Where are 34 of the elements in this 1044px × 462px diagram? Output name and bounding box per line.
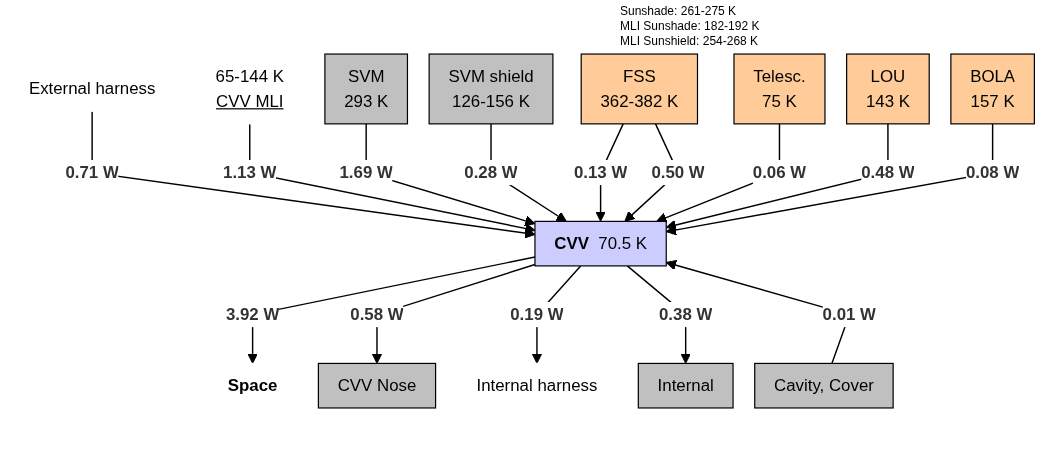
arrow [365, 123, 536, 227]
temperature-note: MLI Sunshield: 254-268 K [620, 34, 760, 49]
arrow [249, 123, 536, 234]
arrow [91, 110, 536, 239]
node-box: SVM 293 K [324, 53, 409, 125]
edge-label: 0.19 W [510, 304, 564, 324]
edge-label: 0.71 W [65, 162, 119, 182]
edge-label: 1.69 W [339, 162, 393, 182]
edge-label: 0.50 W [651, 162, 705, 182]
node-box: LOU 143 K [846, 53, 930, 125]
node-box: CVV Nose [317, 362, 437, 409]
node-box: CVV 70.5 K [534, 220, 667, 267]
edge-label: 0.08 W [965, 162, 1020, 182]
node-box: BOLA 157 K [950, 53, 1035, 125]
node-text: Internal harness [476, 375, 598, 395]
edge-label: 3.92 W [225, 304, 280, 324]
node-box: Internal [637, 362, 734, 409]
node-box: Cavity, Cover [754, 362, 894, 409]
node-text: 65-144 K CVV MLI [215, 66, 284, 111]
edge-label: 0.58 W [350, 304, 404, 324]
node-text: External harness [28, 78, 156, 98]
temperature-note: MLI Sunshade: 182-192 K [620, 19, 760, 34]
edge-label: 0.38 W [658, 304, 713, 324]
edge-label: 1.13 W [223, 162, 277, 182]
edge-label: 0.48 W [861, 162, 915, 182]
node-box: Telesc. 75 K [733, 53, 826, 125]
edge-label: 0.28 W [464, 162, 518, 182]
edge-label: 0.01 W [822, 304, 877, 324]
edge-label: 0.06 W [752, 162, 807, 182]
node-text: Space [227, 375, 278, 395]
temperature-note: Sunshade: 261-275 K [620, 4, 738, 19]
node-box: SVM shield 126-156 K [428, 53, 554, 125]
node-box: FSS 362-382 K [580, 53, 699, 125]
edge-label: 0.13 W [573, 162, 628, 182]
